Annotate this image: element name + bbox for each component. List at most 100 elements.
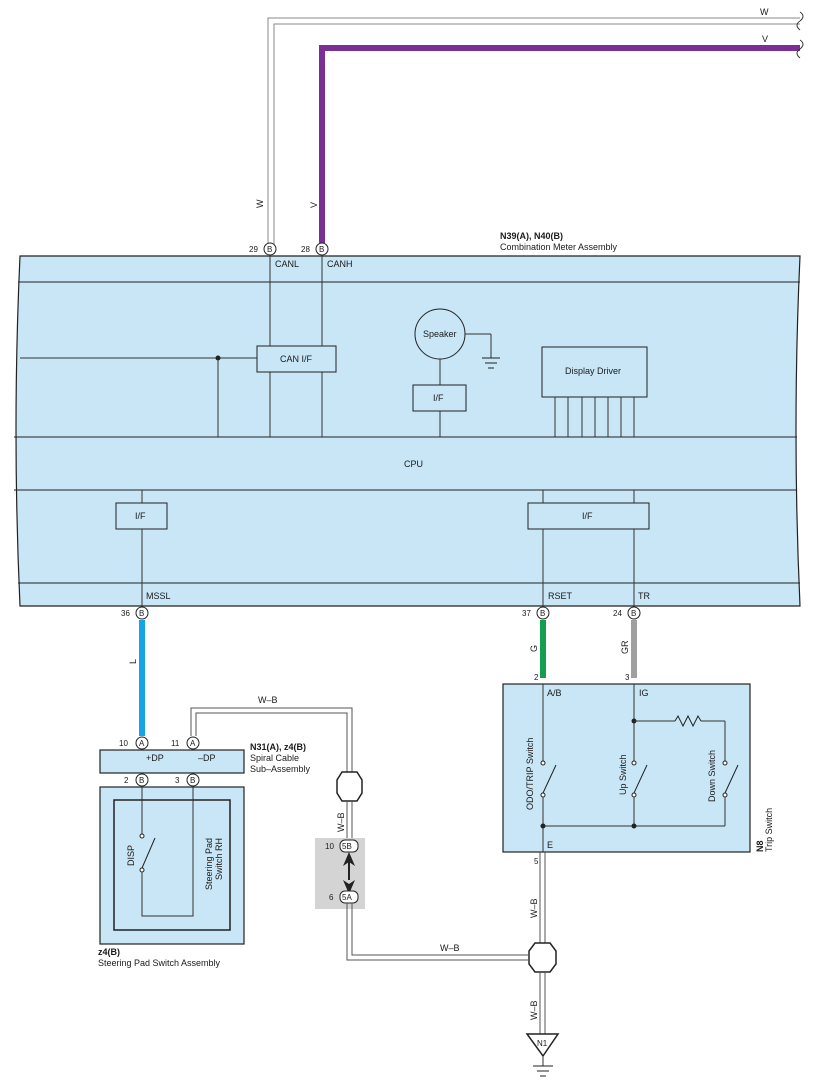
if-left-box (115, 502, 168, 530)
spiral-pin11-letter: A (190, 739, 196, 748)
if-right-label: I/F (582, 511, 593, 521)
wire-wb-top-outer (190, 707, 353, 776)
speaker-if-box (412, 384, 467, 412)
disp-switch-arm (141, 837, 156, 869)
meter-name: Combination Meter Assembly (500, 242, 618, 252)
up-switch-arm (633, 764, 648, 794)
mssl-label: MSSL (146, 591, 171, 601)
pin-36-connector (135, 606, 149, 620)
trip-code: N8 (755, 840, 765, 852)
steering-inner-box (113, 799, 231, 931)
pin-37-letter: B (540, 609, 545, 618)
wire-label-wb-top: W–B (258, 695, 278, 705)
connector-pin6: 6 (329, 893, 334, 902)
spiral-pin2-letter: B (139, 776, 144, 785)
meter-outline (15, 255, 801, 607)
wire-w-outer (267, 17, 800, 250)
pin-36-number: 36 (121, 609, 130, 618)
ground-icon (533, 1065, 553, 1077)
steering-code: z4(B) (98, 947, 120, 957)
spiral-cable-assembly: W–B 10 A 11 A +DP –DP N31(A), z4(B) Spir… (99, 695, 353, 787)
wire-label-wb-ground: W–B (529, 1000, 539, 1020)
spiral-pin11-connector (186, 736, 200, 750)
connector-5b-label: 5B (342, 842, 352, 851)
wire-wb-bottom-outer (346, 903, 528, 961)
connector-arrow-down (343, 880, 355, 894)
wire-label-wb-trip: W–B (529, 898, 539, 918)
spiral-pin10: 10 (119, 739, 128, 748)
octagon-bottom (528, 942, 557, 973)
connector-pin10: 10 (325, 842, 334, 851)
pin-24-connector (627, 606, 641, 620)
if-right-box (527, 502, 650, 530)
combination-meter-assembly: CANL CANH CAN I/F Speaker I/F Display Dr… (14, 255, 801, 607)
junction-connector: W–B 10 5B 6 5A W–B (315, 771, 528, 961)
can-if-label: CAN I/F (280, 354, 313, 364)
wire-label-wb-vert: W–B (336, 812, 346, 832)
spiral-box (99, 749, 245, 774)
meter-top-pins: 29 B 28 B N39(A), N40(B) Combination Met… (249, 231, 618, 256)
ground-circuit: 5 W–B W–B N1 (525, 852, 560, 1077)
pin-28-number: 28 (301, 245, 310, 254)
speaker-ground-icon (482, 357, 500, 369)
spiral-pin10-letter: A (139, 739, 145, 748)
trip-pin2: 2 (534, 673, 539, 682)
odo-label: ODO/TRIP Switch (525, 738, 535, 810)
meter-bottom-pins: 36 B 37 B 24 B (121, 606, 641, 620)
spiral-name-1: Spiral Cable (250, 753, 299, 763)
wire-label-l: L (128, 659, 138, 664)
tr-label: TR (638, 591, 650, 601)
steering-name: Steering Pad Switch Assembly (98, 958, 221, 968)
pin-36-letter: B (139, 609, 144, 618)
up-label: Up Switch (618, 754, 628, 795)
down-label: Down Switch (707, 750, 717, 802)
pin-29-letter: B (267, 245, 272, 254)
wire-label-v-top: V (762, 34, 768, 44)
spiral-pin3: 3 (175, 776, 180, 785)
octagon-top (336, 771, 363, 802)
cpu-label: CPU (404, 459, 423, 469)
pin-24-number: 24 (613, 609, 622, 618)
trip-ig-label: IG (639, 688, 649, 698)
can-if-box (256, 345, 337, 373)
disp-contact-top (139, 833, 145, 839)
wire-wb-top-inner (195, 712, 348, 776)
ground-point-triangle (525, 1033, 560, 1058)
disp-contact-bottom (139, 867, 145, 873)
speaker-label: Speaker (423, 329, 457, 339)
down-switch-arm (724, 764, 739, 794)
canl-label: CANL (275, 259, 299, 269)
odo-contact-bottom (540, 792, 546, 798)
spiral-pin10-connector (135, 736, 149, 750)
pin-37-connector (536, 606, 550, 620)
pin-29-number: 29 (249, 245, 258, 254)
steering-pad-switch-assembly: DISP Steering Pad Switch RH z4(B) Steeri… (98, 786, 245, 968)
wire-break-w (796, 11, 804, 31)
left-bus-junction (215, 355, 221, 361)
trip-name: Trip Switch (764, 808, 774, 852)
pin-28-letter: B (319, 245, 324, 254)
up-contact-bottom (631, 792, 637, 798)
signal-wires: L G GR (128, 620, 637, 736)
disp-loop-line (141, 786, 194, 917)
pin-24-letter: B (631, 609, 636, 618)
spiral-pin11: 11 (171, 739, 180, 748)
up-contact-top (631, 760, 637, 766)
canh-label: CANH (327, 259, 353, 269)
rh-label-2: Switch RH (214, 838, 224, 880)
spiral-name-2: Sub–Assembly (250, 764, 311, 774)
spiral-pin3-letter: B (190, 776, 195, 785)
if-left-label: I/F (135, 511, 146, 521)
wire-label-g: G (529, 645, 539, 652)
wire-label-wb-bottom: W–B (440, 943, 460, 953)
down-contact-bottom (722, 792, 728, 798)
spiral-dp-plus: +DP (146, 753, 164, 763)
wire-break-v (796, 39, 804, 59)
trip-e-label: E (547, 840, 553, 850)
trip-ab-label: A/B (547, 688, 562, 698)
wire-w-inner (273, 23, 800, 250)
trip-pin5: 5 (534, 857, 539, 866)
trip-pin3: 3 (625, 673, 630, 682)
disp-label: DISP (126, 845, 136, 866)
